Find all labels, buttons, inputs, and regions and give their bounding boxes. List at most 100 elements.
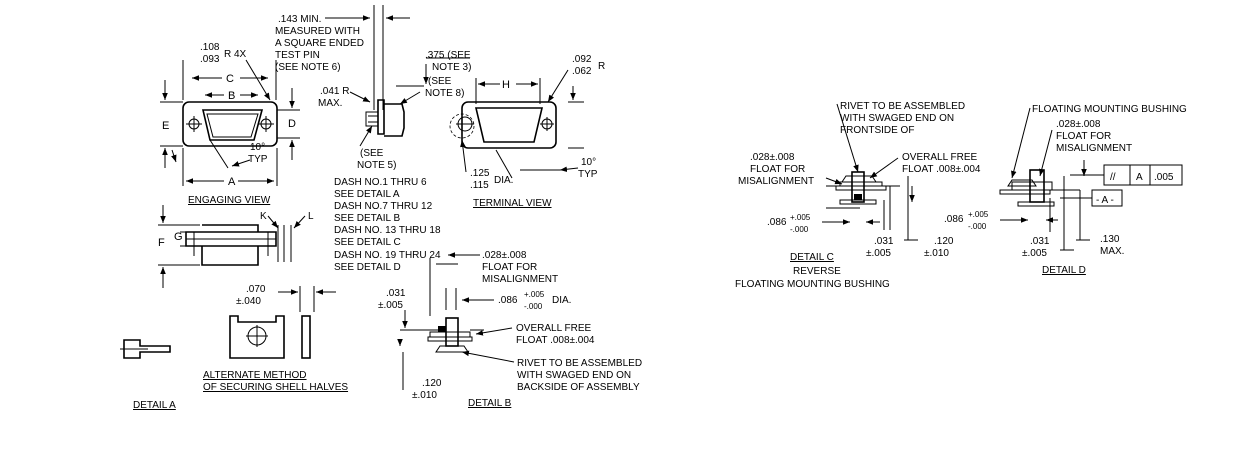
db-120-bottom: ±.010 [412, 390, 437, 401]
ev-angle: 10° [250, 142, 265, 153]
dash-list-7: DASH NO. 19 THRU 24 [334, 250, 441, 261]
dc-rivet-1: RIVET TO BE ASSEMBLED [840, 101, 965, 112]
dc-120-top: .120 [934, 236, 954, 247]
ev-d-shell [201, 109, 264, 141]
db-dia-plus: +.005 [524, 290, 545, 299]
note-test-pin-4: TEST PIN [275, 50, 320, 61]
db-rivet-head [438, 326, 446, 332]
tv-flange-outline [461, 101, 557, 149]
dash-list-4: SEE DETAIL B [334, 213, 400, 224]
alt-shell-clip [229, 315, 285, 359]
note-test-pin-1: .143 MIN. [278, 14, 321, 25]
dd-datum: - A - [1096, 195, 1114, 206]
dc-031-bottom: ±.005 [866, 248, 891, 259]
db-dia-suffix: DIA. [552, 295, 571, 306]
dd-float-3: MISALIGNMENT [1056, 143, 1132, 154]
ev-angle-typ: TYP [248, 154, 268, 165]
db-float-3: MISALIGNMENT [482, 274, 558, 285]
dc-overall-2: FLOAT .008±.004 [902, 164, 981, 175]
note-375-1: .375 (SEE [425, 50, 471, 61]
dd-086-minus: -.000 [968, 222, 987, 231]
ev-flange-outline [182, 101, 278, 147]
ev-dim-b: B [228, 90, 235, 102]
db-float-1: .028±.008 [482, 250, 527, 261]
dd-bushing: FLOATING MOUNTING BUSHING [1032, 104, 1187, 115]
dd-086-main: .086 [944, 214, 964, 225]
detail-a-title: DETAIL A [133, 400, 176, 411]
alt-dim-bottom: ±.040 [236, 296, 261, 307]
dd-086-plus: +.005 [968, 210, 989, 219]
dd-031-bottom: ±.005 [1022, 248, 1047, 259]
note-test-pin-3: A SQUARE ENDED [275, 38, 364, 49]
detail-d-title: DETAIL D [1042, 265, 1086, 276]
tv-dim-h: H [502, 79, 510, 91]
center-notes: .143 MIN. MEASURED WITH A SQUARE ENDED T… [275, 5, 471, 273]
dc-rivet-3: FRONTSIDE OF [840, 125, 914, 136]
tv-angle: 10° [581, 157, 596, 168]
note-radius-2: MAX. [318, 98, 342, 109]
note-note5-2: NOTE 5) [357, 160, 396, 171]
note-radius-1: .041 R [320, 86, 349, 97]
dd-frame-datum: A [1136, 172, 1143, 183]
terminal-view: .092 .062 R H .125 .115 DIA. 10° TYP TER… [449, 54, 605, 209]
engaging-view: .108 .093 R 4X C B E D [160, 42, 300, 206]
ev-dim-a: A [228, 176, 236, 188]
detail-b: .028±.008 FLOAT FOR MISALIGNMENT .031 ±.… [378, 250, 642, 409]
note-375-2: NOTE 3) [432, 62, 471, 73]
ev-dim-c: C [226, 73, 234, 85]
sv-dim-k: K [260, 211, 267, 222]
ev-radius-suffix: R 4X [224, 49, 247, 60]
dash-list-5: DASH NO. 13 THRU 18 [334, 225, 441, 236]
dash-list-6: SEE DETAIL C [334, 237, 401, 248]
dash-list-2: SEE DETAIL A [334, 189, 400, 200]
note-test-pin-2: MEASURED WITH [275, 26, 360, 37]
sv-dim-g: G [174, 231, 183, 243]
dc-rivet-2: WITH SWAGED END ON [840, 113, 954, 124]
sv-body [201, 224, 259, 266]
db-120-top: .120 [422, 378, 442, 389]
sv-dim-l: L [308, 211, 314, 222]
sv-flange [185, 231, 277, 247]
note-note8-1: (SEE [428, 76, 452, 87]
alt-title-1: ALTERNATE METHOD [203, 370, 307, 381]
dd-130-top: .130 [1100, 234, 1120, 245]
dash-list-3: DASH NO.7 THRU 12 [334, 201, 433, 212]
detail-c-title: DETAIL C [790, 252, 834, 263]
dd-float-2: FLOAT FOR [1056, 131, 1111, 142]
db-dia-minus: -.000 [524, 302, 543, 311]
ev-radius-bottom: .093 [200, 54, 220, 65]
ev-dim-e: E [162, 120, 169, 132]
db-overall-1: OVERALL FREE [516, 323, 592, 334]
tv-d-shell [474, 107, 544, 143]
dash-list-1: DASH NO.1 THRU 6 [334, 177, 427, 188]
dd-frame-value: .005 [1154, 172, 1174, 183]
tv-radius-suffix: R [598, 61, 605, 72]
detail-a: DETAIL A [120, 339, 176, 411]
db-float-2: FLOAT FOR [482, 262, 537, 273]
tv-radius-top: .092 [572, 54, 592, 65]
note-note5-1: (SEE [360, 148, 384, 159]
dc-overall-1: OVERALL FREE [902, 152, 978, 163]
dc-rivet-body [851, 171, 865, 203]
dd-130-bottom: MAX. [1100, 246, 1124, 257]
detail-a-profile [123, 339, 171, 359]
detail-b-title: DETAIL B [468, 398, 512, 409]
db-rivet-1: RIVET TO BE ASSEMBLED [517, 358, 642, 369]
dc-086-minus: -.000 [790, 225, 809, 234]
ev-radius-top: .108 [200, 42, 220, 53]
sv-dim-f: F [158, 237, 165, 249]
db-031-top: .031 [386, 288, 406, 299]
tv-title: TERMINAL VIEW [473, 198, 552, 209]
note-test-pin-5: (SEE NOTE 6) [275, 62, 341, 73]
dc-086-main: .086 [767, 217, 787, 228]
tv-angle-typ: TYP [578, 169, 598, 180]
dd-frame-parallel: // [1110, 172, 1116, 183]
dc-031-top: .031 [874, 236, 894, 247]
detail-d: FLOATING MOUNTING BUSHING .028±.008 FLOA… [944, 104, 1187, 276]
dc-float-1: .028±.008 [750, 152, 795, 163]
alt-clip-edge [301, 315, 311, 359]
db-031-bottom: ±.005 [378, 300, 403, 311]
db-dia-main: .086 [498, 295, 518, 306]
tv-dia-bottom: .115 [470, 180, 489, 191]
side-profile-body [384, 103, 405, 137]
